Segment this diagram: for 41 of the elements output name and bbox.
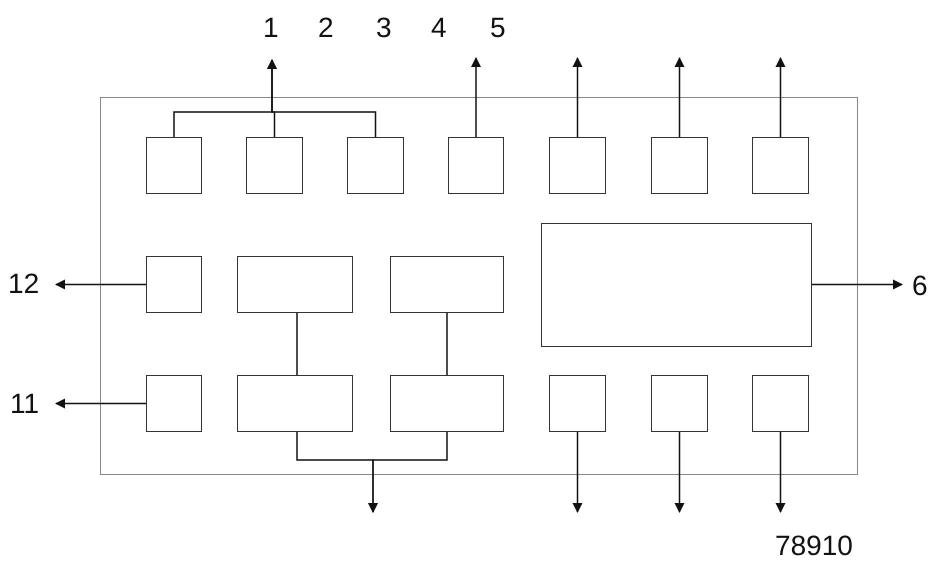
arrow: [55, 280, 146, 290]
component-box: [236, 374, 352, 432]
connector-line: [296, 313, 298, 375]
callout-number: 6: [912, 272, 932, 302]
callout-number: 4: [431, 14, 447, 42]
component-box: [650, 136, 708, 194]
callout-number: 3: [376, 14, 392, 42]
component-box: [548, 374, 606, 432]
component-box: [146, 374, 202, 432]
arrow: [572, 57, 582, 137]
arrow: [368, 432, 448, 513]
component-box: [548, 136, 606, 194]
component-box: [346, 136, 404, 194]
arrow: [776, 432, 786, 513]
component-box: [146, 256, 202, 312]
arrow: [267, 59, 376, 137]
component-box: [540, 222, 812, 346]
component-box: [146, 136, 202, 194]
component-box: [236, 256, 352, 312]
arrow: [812, 280, 903, 290]
callout-number: 78910: [775, 532, 853, 560]
arrow: [674, 432, 684, 513]
arrow: [55, 398, 146, 408]
component-box: [650, 374, 708, 432]
arrow: [674, 57, 684, 137]
arrow: [572, 432, 582, 513]
connector-line: [446, 313, 448, 375]
callout-number: 11: [10, 390, 48, 420]
callout-number: 1: [263, 14, 279, 42]
callout-number: 5: [490, 14, 506, 42]
component-box: [390, 374, 504, 432]
component-box: [752, 374, 808, 432]
callout-number: 12: [8, 270, 48, 300]
housing-box: [100, 97, 858, 475]
component-box: [390, 256, 504, 312]
component-box: [448, 136, 504, 194]
callout-number: 2: [318, 14, 334, 42]
component-box: [752, 136, 808, 194]
arrow: [776, 57, 786, 137]
component-box: [246, 136, 302, 194]
arrow: [471, 57, 481, 137]
